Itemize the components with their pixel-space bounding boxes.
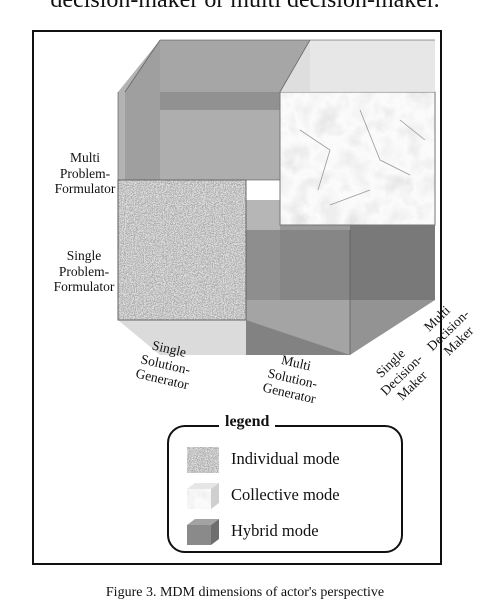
gray-swatch-icon bbox=[187, 519, 219, 545]
legend-title: legend bbox=[219, 412, 276, 432]
legend-label: Individual mode bbox=[231, 449, 340, 468]
label-line: Single bbox=[66, 248, 102, 263]
label-line: Problem- bbox=[58, 263, 110, 279]
legend-label: Collective mode bbox=[231, 485, 340, 504]
marble-swatch-icon bbox=[187, 483, 219, 509]
label-line: Formulator bbox=[54, 181, 116, 196]
granite-swatch-icon bbox=[187, 447, 219, 473]
hybrid-block-front-bottom bbox=[118, 230, 350, 355]
individual-mode-block bbox=[117, 179, 247, 321]
legend-box bbox=[167, 425, 403, 553]
label-single-problem-formulator: Single Problem- Formulator bbox=[48, 248, 120, 295]
legend-label: Hybrid mode bbox=[231, 521, 319, 540]
legend-item-hybrid: Hybrid mode bbox=[183, 515, 319, 547]
label-line: Formulator bbox=[53, 279, 115, 294]
collective-mode-block bbox=[279, 40, 436, 226]
figure-frame bbox=[32, 30, 442, 565]
label-line: Problem- bbox=[59, 165, 111, 181]
label-line: Multi bbox=[69, 150, 100, 165]
top-caption-fragment: decision-maker or multi decision-maker. bbox=[50, 0, 440, 13]
cube-edges bbox=[117, 39, 435, 355]
legend-item-collective: Collective mode bbox=[183, 479, 340, 511]
label-multi-problem-formulator: Multi Problem- Formulator bbox=[50, 150, 120, 197]
figure-caption: Figure 3. MDM dimensions of actor's pers… bbox=[105, 585, 385, 600]
legend-item-individual: Individual mode bbox=[183, 443, 340, 475]
